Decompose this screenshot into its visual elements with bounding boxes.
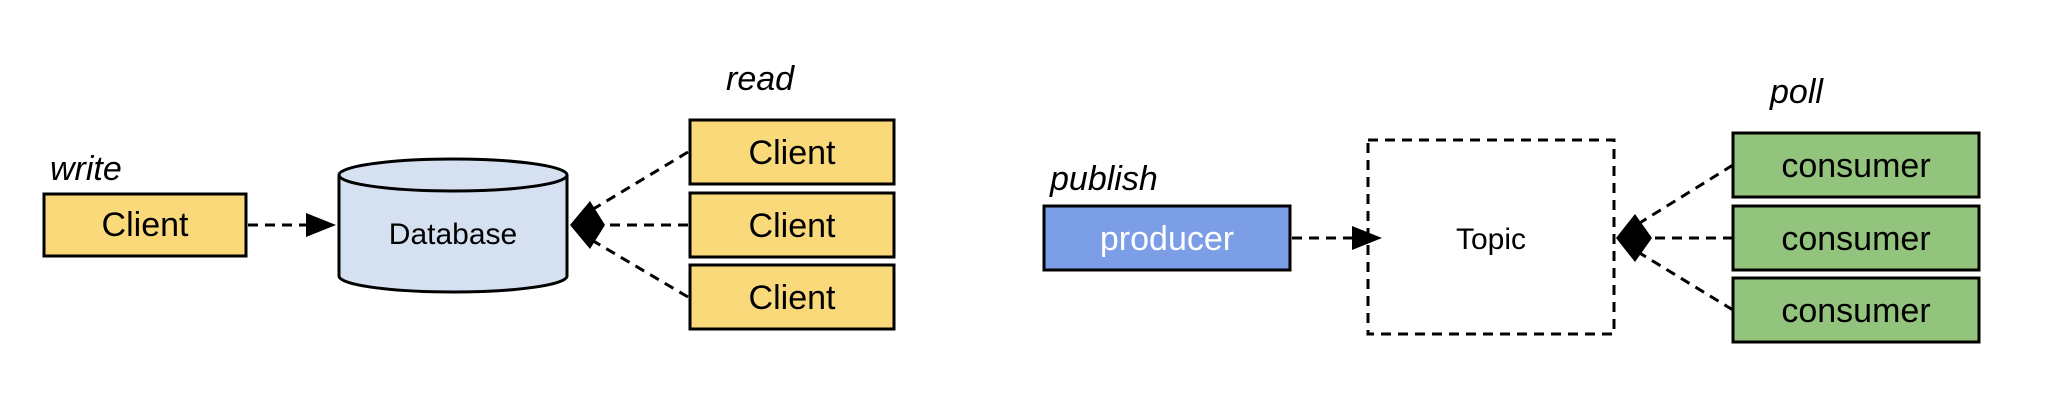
- reader-client-rect: [688, 263, 896, 331]
- reader-client-label: Client: [749, 134, 836, 172]
- left-diagram: write Client Database read: [42, 60, 896, 331]
- consumer-rect: [1731, 131, 1981, 199]
- reader-client-box-3: Client: [688, 263, 896, 331]
- database-body: [337, 175, 569, 294]
- reader-client-rect: [688, 118, 896, 186]
- write-arrowhead: [306, 213, 336, 237]
- read-connectors: [570, 150, 689, 299]
- reader-client-label: Client: [749, 207, 836, 245]
- reader-client-label: Client: [749, 279, 836, 317]
- publish-label: publish: [1049, 160, 1158, 198]
- poll-diamond-head: [1616, 214, 1652, 262]
- reader-client-box-2: Client: [688, 191, 896, 259]
- producer-label: producer: [1100, 220, 1234, 258]
- topic-label: Topic: [1456, 223, 1526, 256]
- consumer-label: consumer: [1781, 292, 1930, 330]
- writer-client-label: Client: [102, 206, 189, 244]
- reader-client-box-1: Client: [688, 118, 896, 186]
- read-diamond-head: [570, 201, 605, 249]
- database-label: Database: [389, 218, 517, 251]
- read-line-top: [589, 150, 689, 213]
- reader-client-rect: [688, 191, 896, 259]
- consumer-label: consumer: [1781, 220, 1930, 258]
- consumer-box-1: consumer: [1731, 131, 1981, 199]
- poll-line-bottom: [1637, 250, 1734, 312]
- topic-box: Topic: [1366, 138, 1616, 336]
- write-arrow: [248, 213, 336, 237]
- write-label: write: [50, 150, 122, 188]
- producer-box: producer: [1042, 204, 1292, 272]
- consumer-box-2: consumer: [1731, 204, 1981, 272]
- poll-line-top: [1637, 163, 1734, 226]
- consumer-rect: [1731, 204, 1981, 272]
- consumer-label: consumer: [1781, 147, 1930, 185]
- poll-label: poll: [1769, 73, 1824, 111]
- producer-rect: [1042, 204, 1292, 272]
- poll-connectors: [1616, 163, 1734, 312]
- read-label: read: [726, 60, 795, 98]
- consumer-rect: [1731, 276, 1981, 344]
- database-top: [337, 157, 569, 193]
- right-diagram: publish producer Topic poll consum: [1042, 73, 1981, 344]
- database-cylinder: Database: [337, 157, 569, 294]
- writer-client-rect: [42, 192, 248, 258]
- writer-client-box: Client: [42, 192, 248, 258]
- consumer-box-3: consumer: [1731, 276, 1981, 344]
- read-line-bottom: [589, 237, 689, 299]
- topic-rect: [1366, 138, 1616, 336]
